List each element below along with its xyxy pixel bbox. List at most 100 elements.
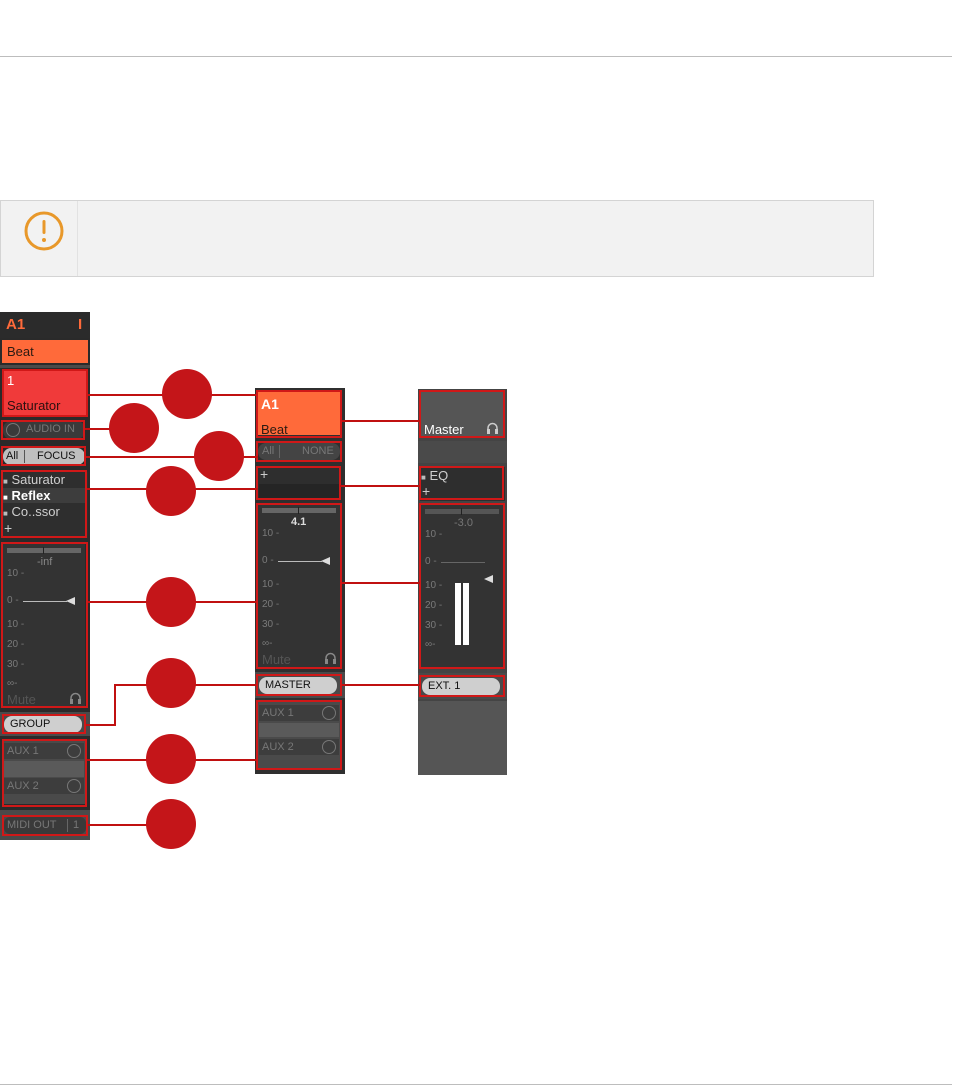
scale-tick: 0 - xyxy=(425,556,437,567)
pan-center-mark xyxy=(461,508,462,515)
plugin-name: Saturator xyxy=(11,472,65,487)
output-selector[interactable]: GROUP xyxy=(4,716,82,733)
scale-tick: 10 - xyxy=(425,529,443,540)
scale-tick: 20 - xyxy=(7,639,25,650)
highlight-audio-in xyxy=(1,420,85,440)
leader-line xyxy=(88,824,168,826)
midi-out-value: 1 xyxy=(73,819,80,831)
highlight-master-header xyxy=(419,390,505,438)
knob-icon[interactable] xyxy=(67,744,81,758)
aux1-row[interactable]: AUX 1 xyxy=(259,705,339,721)
master-channel-strip: Master ■ EQ + -3.0 10 - 0 - 10 - 20 - 30… xyxy=(418,389,507,775)
plugin-name: EQ xyxy=(429,468,449,483)
top-rule xyxy=(0,56,952,57)
aux1-label: AUX 1 xyxy=(262,707,294,719)
pan-bar[interactable] xyxy=(7,548,81,553)
triangle-left-icon[interactable] xyxy=(66,597,75,605)
headphones-icon[interactable] xyxy=(486,422,499,434)
midi-out-selector[interactable]: MIDI OUT 1 xyxy=(4,817,86,834)
callout-circle xyxy=(146,734,196,784)
highlight-plugins xyxy=(256,466,341,500)
knob-icon[interactable] xyxy=(322,740,336,754)
bottom-rule xyxy=(0,1084,952,1085)
sound-number: 1 xyxy=(7,373,15,388)
add-plugin-button[interactable]: + xyxy=(4,520,13,536)
highlight-meter xyxy=(1,542,88,708)
leader-line xyxy=(340,485,420,487)
callout-circle xyxy=(146,466,196,516)
highlight-output xyxy=(256,674,342,696)
knob-icon[interactable] xyxy=(6,423,20,437)
scale-tick: 0 - xyxy=(7,595,19,606)
scale-tick: ∞- xyxy=(425,639,436,650)
leader-line xyxy=(86,456,258,458)
master-header[interactable]: Master xyxy=(421,392,503,437)
level-meter-panel: 4.1 10 - 0 - 10 - 20 - 30 - ∞- Mute xyxy=(258,504,340,668)
knob-icon[interactable] xyxy=(322,706,336,720)
audio-in-row[interactable]: AUDIO IN xyxy=(3,421,85,439)
add-plugin-button[interactable]: + xyxy=(422,483,431,499)
highlight-meter xyxy=(256,503,342,669)
plugin-slot[interactable]: ■ Co..ssor xyxy=(3,504,60,519)
triangle-left-icon[interactable] xyxy=(484,575,493,583)
scope-all-button[interactable]: All xyxy=(6,450,19,462)
mute-button[interactable]: Mute xyxy=(7,692,36,707)
meter-bar-left xyxy=(455,583,461,645)
plugin-slot-selected[interactable]: ■ Reflex xyxy=(3,488,87,503)
scale-tick: 30 - xyxy=(7,659,25,670)
highlight-output xyxy=(2,714,86,734)
callout-circle xyxy=(162,369,212,419)
output-selector[interactable]: MASTER xyxy=(259,677,337,694)
plugin-slot[interactable]: ■ EQ xyxy=(421,468,449,483)
knob-icon[interactable] xyxy=(67,779,81,793)
exclamation-circle-icon xyxy=(24,211,64,251)
master-spacer xyxy=(418,441,507,463)
add-plugin-button[interactable]: + xyxy=(260,466,269,482)
plugin-name: Co..ssor xyxy=(11,504,60,519)
aux1-label: AUX 1 xyxy=(7,745,39,757)
empty-plugin-slot[interactable] xyxy=(259,484,339,498)
highlight-plugins xyxy=(1,470,87,538)
scale-tick: 0 - xyxy=(262,555,274,566)
plugin-slot[interactable]: ■ Saturator xyxy=(3,472,65,487)
pan-bar[interactable] xyxy=(425,509,499,514)
highlight-sound-slot xyxy=(2,369,88,417)
plugin-name: Reflex xyxy=(11,488,51,503)
mute-button[interactable]: Mute xyxy=(262,652,291,667)
sound-slot[interactable]: 1 Saturator xyxy=(3,370,87,416)
plugin-list: + xyxy=(257,466,343,500)
highlight-midi-out xyxy=(2,815,88,836)
group-header[interactable]: A1 Beat xyxy=(258,391,340,437)
aux-divider xyxy=(259,723,339,737)
scale-tick: ∞- xyxy=(262,638,273,649)
meter-bar-right xyxy=(463,583,469,645)
group-title: A1 xyxy=(261,396,279,412)
strip-divider xyxy=(0,365,90,368)
sound-name: Saturator xyxy=(7,398,61,413)
fader-line xyxy=(23,601,67,602)
leader-line xyxy=(342,684,420,686)
headphones-icon[interactable] xyxy=(324,652,337,664)
aux-panel: AUX 1 AUX 2 xyxy=(3,740,85,804)
aux2-row[interactable]: AUX 2 xyxy=(4,778,84,794)
scope-none-button[interactable]: NONE xyxy=(302,445,334,457)
highlight-scope xyxy=(1,446,86,466)
aux2-row[interactable]: AUX 2 xyxy=(259,739,339,755)
scope-focus-button[interactable]: FOCUS xyxy=(37,450,76,462)
headphones-icon[interactable] xyxy=(69,692,82,704)
highlight-plugins xyxy=(419,466,504,500)
plugin-list: ■ EQ + xyxy=(420,467,505,501)
output-selector[interactable]: EXT. 1 xyxy=(422,678,500,695)
group-name-tab[interactable]: Beat xyxy=(2,340,88,363)
triangle-left-icon[interactable] xyxy=(321,557,330,565)
meter-value-readout: 4.1 xyxy=(291,516,307,528)
scope-separator xyxy=(24,450,25,463)
scale-tick: 10 - xyxy=(7,619,25,630)
sound-channel-strip: A1 I Beat 1 Saturator AUDIO IN All FOCUS… xyxy=(0,312,90,840)
group-title: A1 xyxy=(6,316,26,333)
scope-all-button[interactable]: All xyxy=(262,445,275,457)
midi-out-label: MIDI OUT xyxy=(7,819,57,831)
pan-bar[interactable] xyxy=(262,508,336,513)
highlight-scope xyxy=(256,441,342,462)
aux1-row[interactable]: AUX 1 xyxy=(4,743,84,759)
